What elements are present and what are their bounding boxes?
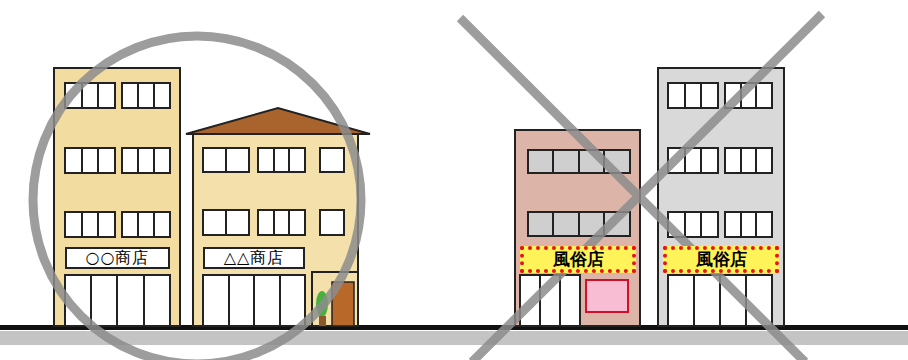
building <box>658 68 784 326</box>
window <box>122 83 170 108</box>
window <box>258 210 305 235</box>
window-frames <box>82 83 154 326</box>
shop-sign: ○○商店 <box>65 247 170 269</box>
window <box>320 148 344 172</box>
window <box>65 148 115 173</box>
window <box>258 148 305 172</box>
plant-pot <box>319 316 326 326</box>
adult-shop-sign: 風俗店 <box>520 246 636 273</box>
sign-text: ○○商店 <box>86 250 150 266</box>
sign-text: 風俗店 <box>553 251 604 268</box>
window <box>725 148 772 173</box>
window <box>122 212 170 237</box>
ok-circle-mark <box>33 36 361 360</box>
sign-text: △△商店 <box>224 250 285 266</box>
window <box>725 212 772 237</box>
window <box>122 148 170 173</box>
pink-door-panel <box>586 280 628 312</box>
building <box>54 68 180 326</box>
adult-shop-sign: 風俗店 <box>663 246 779 273</box>
windows <box>65 83 170 326</box>
window-frames <box>226 148 289 326</box>
sign-text: 風俗店 <box>696 251 747 268</box>
window <box>65 212 115 237</box>
window <box>320 210 344 235</box>
ng-cross-mark <box>460 14 822 360</box>
window <box>668 83 718 108</box>
shop-sign: △△商店 <box>203 247 305 269</box>
